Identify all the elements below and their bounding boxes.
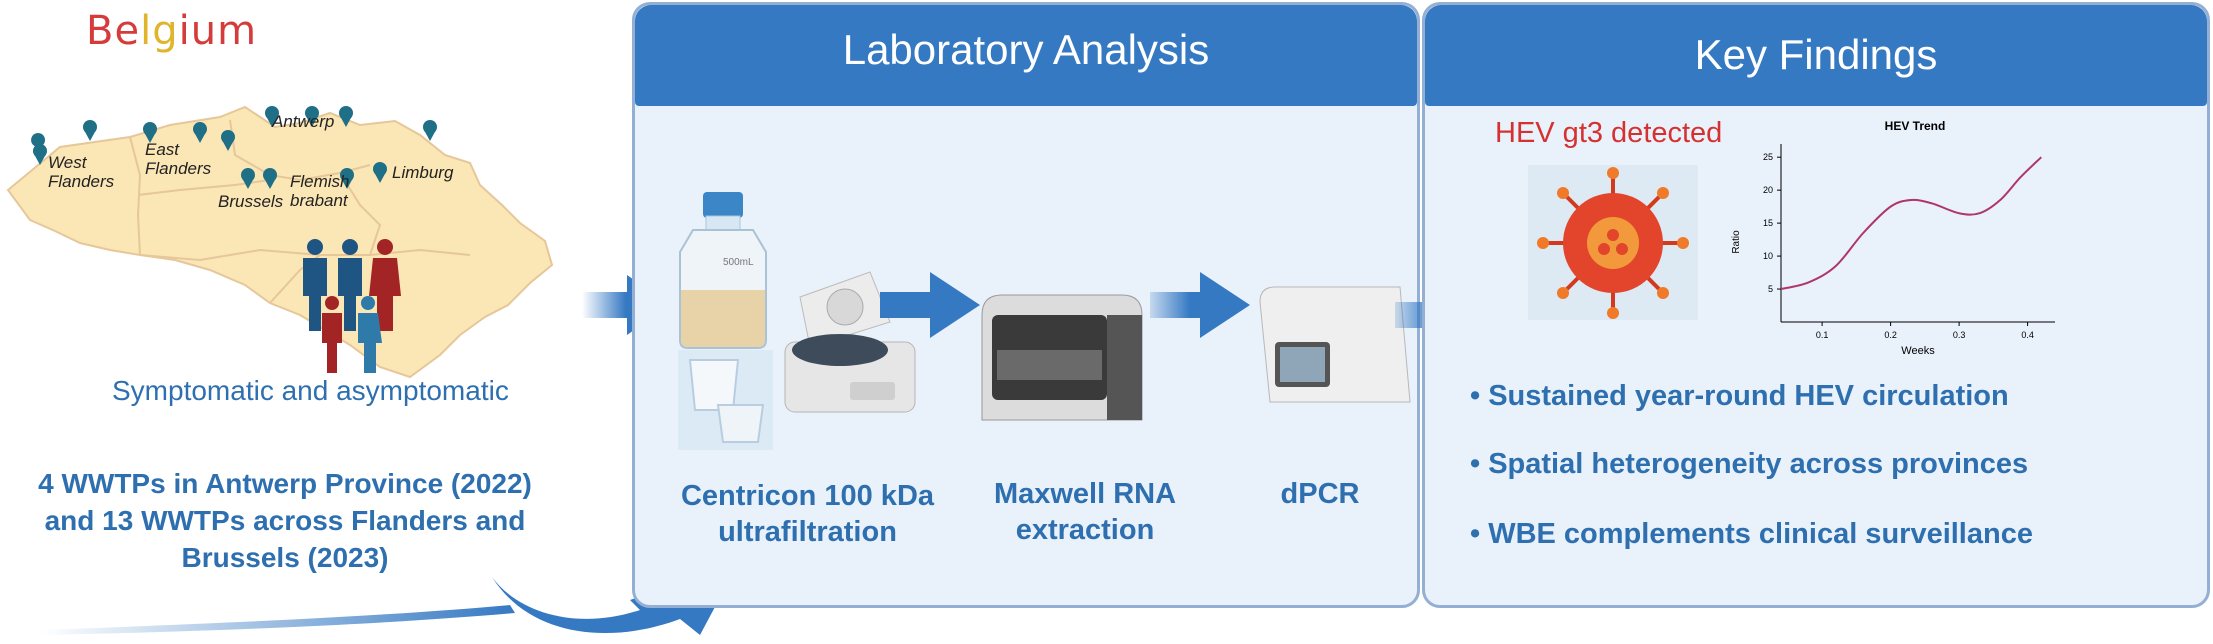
chart-xlabel: Weeks	[1901, 345, 1935, 357]
trend-line	[1780, 156, 2042, 291]
centrifuge-icon	[784, 271, 916, 413]
y-tick-label: 20	[1763, 185, 1773, 195]
y-tick-label: 25	[1763, 152, 1773, 162]
x-tick-label: 0.2	[1884, 330, 1897, 340]
map-label-flemish-brabant: Flemish brabant	[290, 172, 350, 210]
bottle-icon: 500mL	[679, 192, 767, 349]
finding-item: • Sustained year-round HEV circulation	[1470, 380, 2009, 412]
y-tick-label: 5	[1768, 284, 1773, 294]
y-tick-label: 15	[1763, 218, 1773, 228]
hev-trend-chart: HEV Trend Ratio Weeks 0.1 0.2 0.3 0.4 5 10 15 2…	[1731, 119, 2055, 357]
map-title: Belgium	[86, 8, 258, 54]
chart-title: HEV Trend	[1885, 119, 1946, 133]
step-dpcr: dPCR	[1280, 478, 1360, 510]
centricon-tube-icon	[678, 350, 773, 450]
map-label-west-flanders: West Flanders	[48, 153, 115, 191]
chart-ticks: 0.1 0.2 0.3 0.4 5 10 15 20 25	[1763, 152, 2034, 340]
svg-text:500mL: 500mL	[723, 257, 754, 268]
key-findings-header: Key Findings	[1425, 5, 2207, 106]
virus-icon	[1528, 165, 1698, 320]
arrow-right-icon	[1150, 272, 1250, 338]
x-tick-label: 0.1	[1816, 330, 1829, 340]
map-label-antwerp: Antwerp	[272, 112, 335, 131]
curved-arrow-icon	[40, 560, 740, 635]
x-tick-label: 0.3	[1953, 330, 1966, 340]
x-tick-label: 0.4	[2021, 330, 2034, 340]
people-icon	[303, 239, 401, 373]
finding-item: • WBE complements clinical surveillance	[1470, 518, 2033, 550]
chart-ylabel: Ratio	[1731, 230, 1742, 254]
arrow-right-icon	[880, 272, 980, 338]
wwtp-description: 4 WWTPs in Antwerp Province (2022) and 1…	[38, 468, 532, 573]
laboratory-analysis-header: Laboratory Analysis	[635, 5, 1417, 106]
wwtp-pins	[31, 106, 437, 189]
dpcr-instrument-icon	[1259, 286, 1411, 403]
map-label-brussels: Brussels	[218, 192, 284, 211]
y-tick-label: 10	[1763, 251, 1773, 261]
left-region: West Flanders East Flanders Antwerp Limb…	[0, 0, 740, 644]
maxwell-instrument-icon	[981, 294, 1143, 421]
hev-detected-label: HEV gt3 detected	[1495, 117, 1723, 149]
map-label-limburg: Limburg	[392, 163, 454, 182]
key-findings-panel: Key Findings	[1422, 2, 2210, 608]
population-caption: Symptomatic and asymptomatic	[112, 375, 509, 406]
map-label-east-flanders: East Flanders	[145, 140, 212, 178]
finding-item: • Spatial heterogeneity across provinces	[1470, 448, 2029, 480]
belgium-map	[6, 105, 554, 379]
